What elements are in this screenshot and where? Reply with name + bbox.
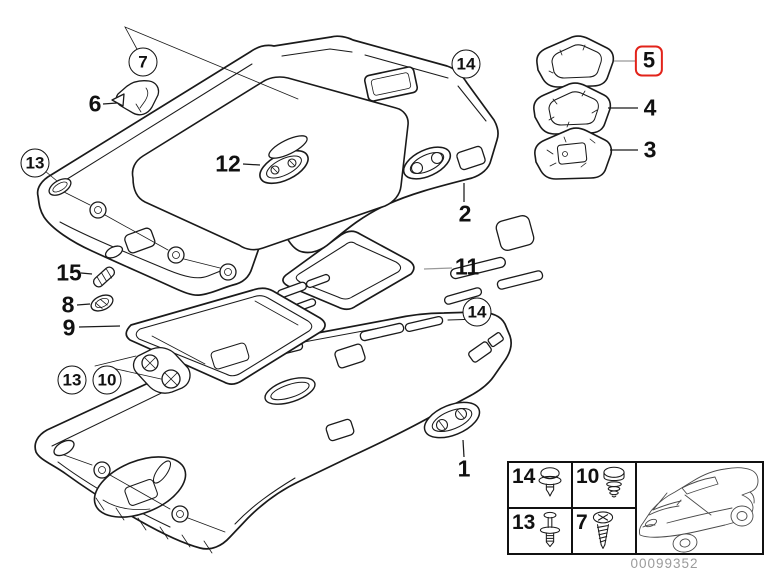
screw-icon [592,511,613,549]
grommet-part-8 [90,294,114,312]
legend-cell-14[interactable]: 14 [509,463,573,509]
legend-vehicle-cell [637,463,763,553]
callout-15[interactable]: 15 [56,259,82,286]
panel-2-headlining [36,35,499,296]
callout-11[interactable]: 11 [454,253,480,280]
frame-part-4 [533,82,612,135]
callout-14-circle-top[interactable]: 14 [451,49,481,79]
legend-cell-7[interactable]: 7 [573,509,637,553]
expansion-rivet-icon [540,511,561,548]
fastener-legend-table: 14 10 [507,461,764,555]
callout-8[interactable]: 8 [61,291,75,318]
expanding-nut-icon [603,466,625,498]
diagram-part-code: 00099352 [630,556,699,571]
callout-1[interactable]: 1 [457,455,471,482]
rear-lamp-cutout [423,401,481,439]
bezel-part-5 [536,35,615,88]
callout-13-circle-top[interactable]: 13 [20,148,50,178]
callout-2[interactable]: 2 [458,200,472,227]
callout-3[interactable]: 3 [643,136,657,163]
callout-6[interactable]: 6 [88,90,102,117]
legend-number-10: 10 [576,465,600,488]
rear-lamp-bezel [402,146,452,180]
callout-10-circle[interactable]: 10 [92,365,122,395]
legend-number-13: 13 [512,511,536,534]
leader-lines [44,26,638,458]
push-clip-icon [538,467,562,497]
callout-9[interactable]: 9 [62,314,76,341]
legend-cell-10[interactable]: 10 [573,463,637,509]
hook-part-6 [111,80,160,116]
pin-part-15 [92,266,116,288]
legend-number-14: 14 [512,465,536,488]
callout-4[interactable]: 4 [643,94,657,121]
sunroof-frame-11 [277,215,535,312]
callout-14-circle-bottom[interactable]: 14 [462,297,492,327]
callout-7-circle[interactable]: 7 [128,47,158,77]
legend-number-7: 7 [576,511,588,534]
car-silhouette-icon [638,467,759,553]
interior-lamp-12 [259,149,309,185]
legend-cell-13[interactable]: 13 [509,509,573,553]
housing-part-3 [534,127,613,180]
sunshade-latch-bracket [132,347,191,394]
callout-13-circle-bottom[interactable]: 13 [57,365,87,395]
sunshade-panel-9 [125,287,326,394]
console-cutout [93,456,187,518]
callout-5-highlighted[interactable]: 5 [634,45,664,77]
callout-12[interactable]: 12 [215,150,241,177]
